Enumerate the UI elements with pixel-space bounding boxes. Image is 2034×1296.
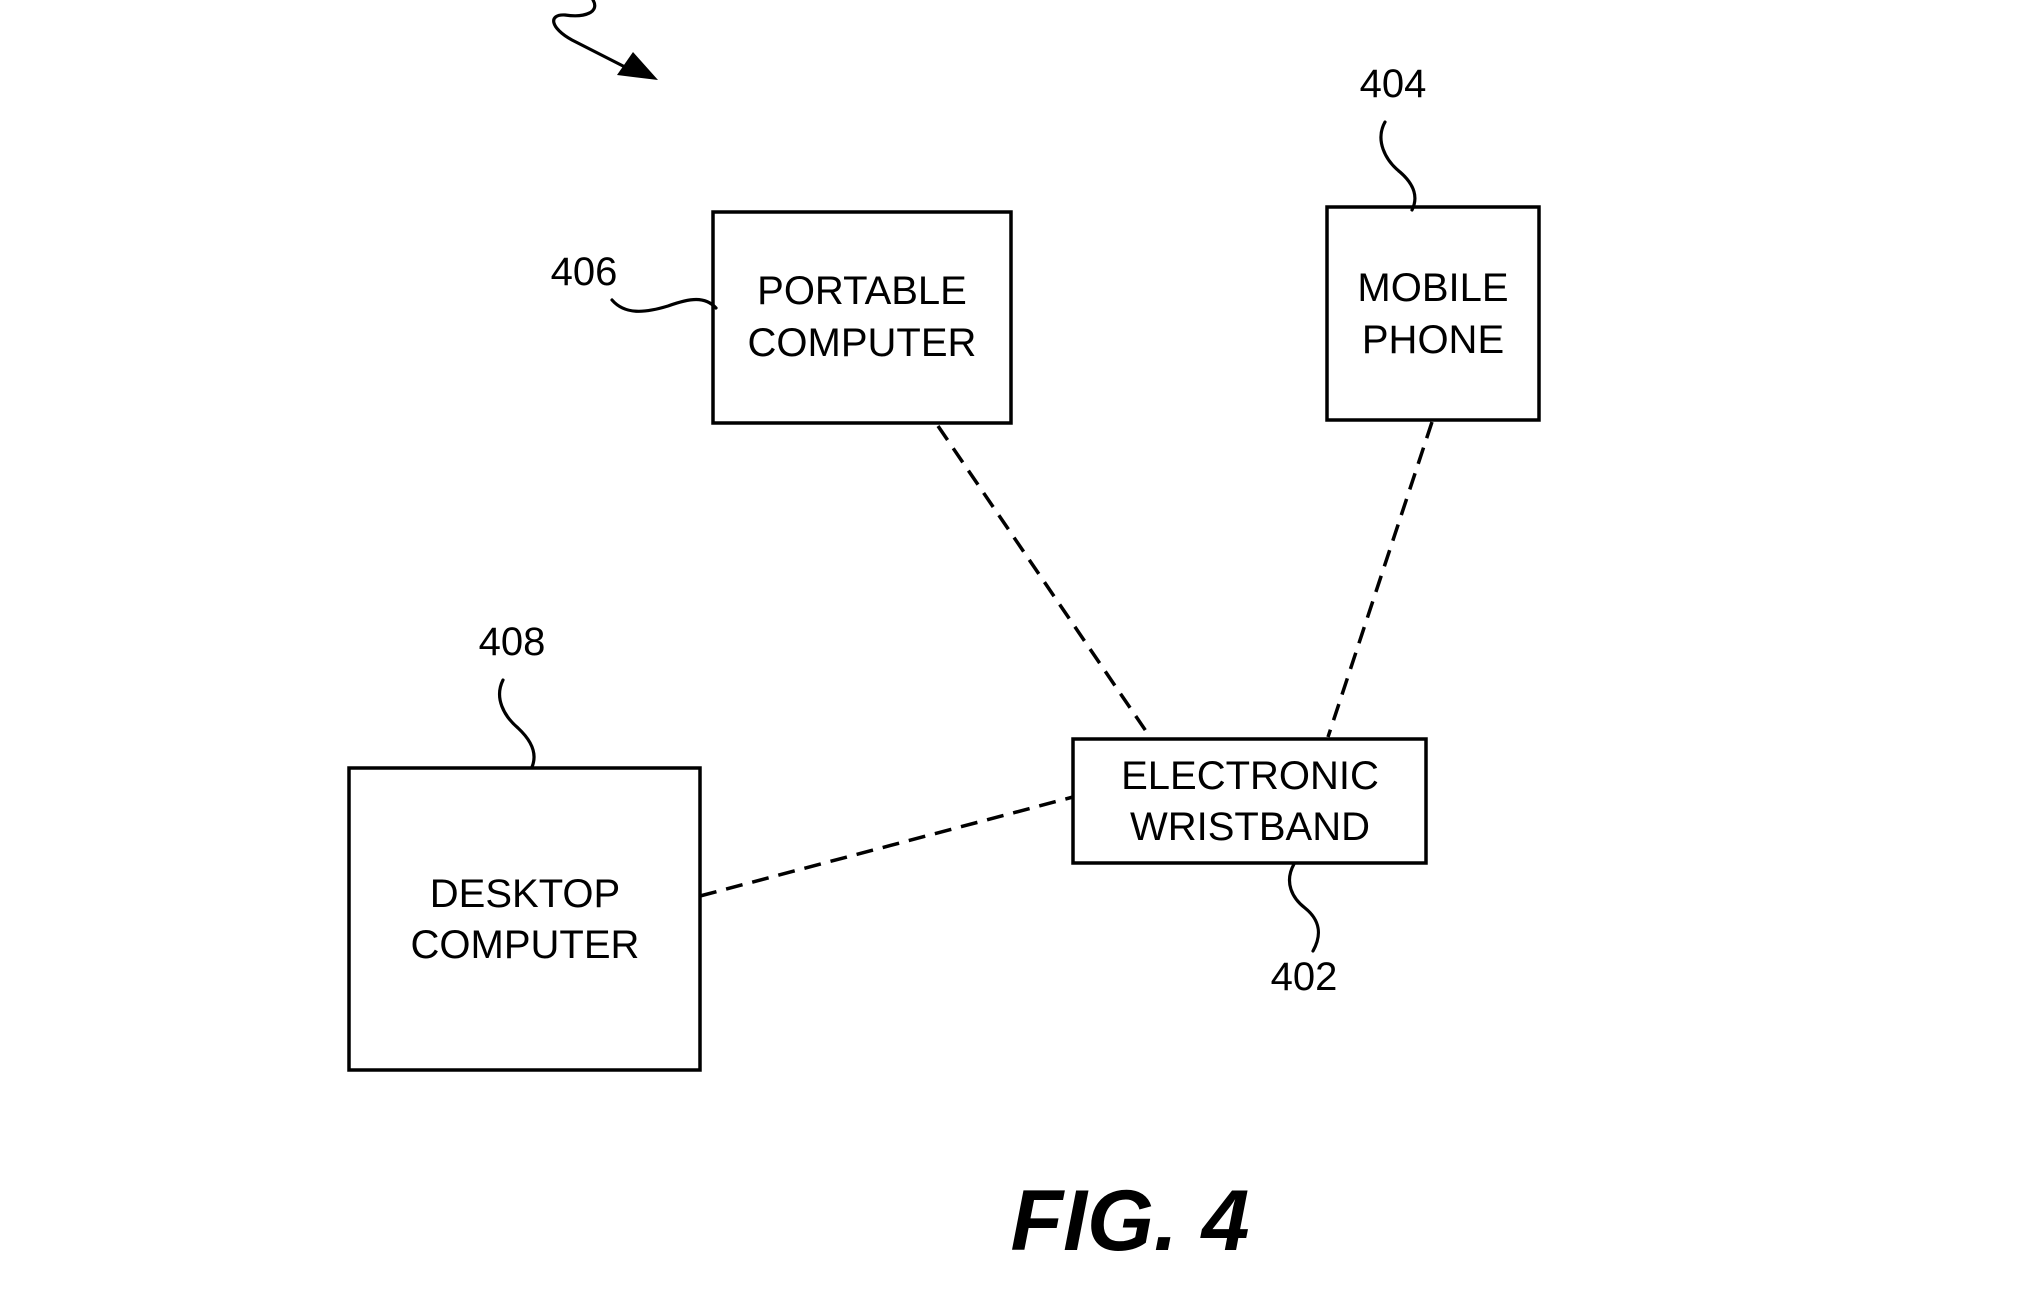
leader-408 bbox=[497, 678, 536, 769]
ref-label-404: 404 bbox=[1360, 62, 1427, 106]
node-electronic-wristband: ELECTRONIC WRISTBAND bbox=[1071, 737, 1428, 865]
leader-406 bbox=[610, 297, 718, 313]
portable-computer-label-line2: COMPUTER bbox=[748, 321, 977, 365]
leader-402 bbox=[1288, 862, 1320, 953]
node-portable-computer: PORTABLE COMPUTER bbox=[711, 210, 1013, 425]
connection-portable-to-wristband bbox=[936, 425, 1152, 738]
ref-label-406: 406 bbox=[551, 250, 618, 294]
ref-label-408: 408 bbox=[479, 620, 546, 664]
portable-computer-label-line1: PORTABLE bbox=[757, 269, 967, 313]
figure-caption: FIG. 4 bbox=[1011, 1173, 1250, 1269]
desktop-computer-label-line2: COMPUTER bbox=[411, 923, 640, 967]
connection-phone-to-wristband bbox=[1326, 421, 1434, 738]
ref-label-402: 402 bbox=[1271, 955, 1338, 999]
desktop-computer-box bbox=[347, 766, 702, 1072]
leader-404 bbox=[1379, 120, 1417, 212]
mobile-phone-box bbox=[1325, 205, 1541, 422]
desktop-computer-label-line1: DESKTOP bbox=[430, 872, 620, 916]
system-pointer-arrow-icon bbox=[552, 0, 658, 80]
connection-desktop-to-wristband bbox=[699, 795, 1074, 898]
node-desktop-computer: DESKTOP COMPUTER bbox=[347, 766, 702, 1072]
node-mobile-phone: MOBILE PHONE bbox=[1325, 205, 1541, 422]
arrowhead-icon bbox=[617, 52, 658, 80]
mobile-phone-label-line2: PHONE bbox=[1362, 318, 1504, 362]
electronic-wristband-label-line2: WRISTBAND bbox=[1130, 805, 1370, 849]
electronic-wristband-box bbox=[1071, 737, 1428, 865]
mobile-phone-label-line1: MOBILE bbox=[1357, 266, 1508, 310]
electronic-wristband-label-line1: ELECTRONIC bbox=[1121, 754, 1379, 798]
portable-computer-box bbox=[711, 210, 1013, 425]
